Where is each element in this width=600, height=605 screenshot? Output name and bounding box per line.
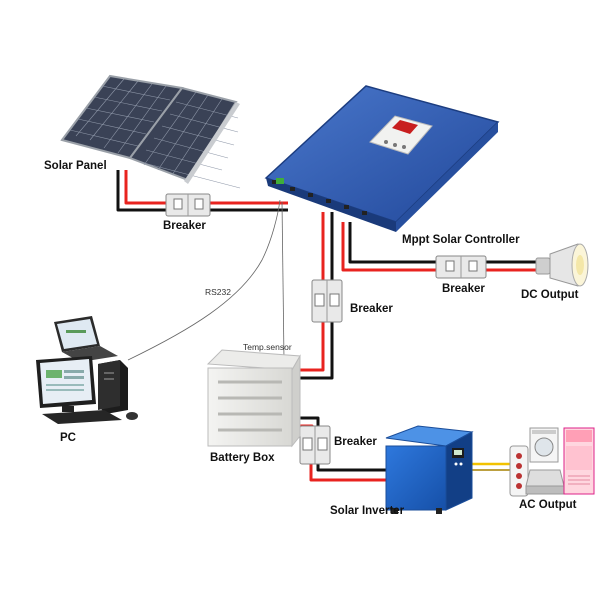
mouse — [126, 412, 138, 420]
dc-wire-positive — [341, 222, 438, 272]
breaker-battery-label: Breaker — [350, 303, 393, 315]
panel-wire-negative — [116, 170, 170, 212]
breaker-panel-label: Breaker — [163, 220, 206, 232]
printer — [525, 469, 565, 495]
inv-wire-positive — [296, 416, 320, 428]
temp-sensor-label: Temp.sensor — [243, 342, 292, 352]
rs232-cable — [127, 199, 281, 361]
breaker-dc-label: Breaker — [442, 283, 485, 295]
battery-box-label: Battery Box — [210, 452, 275, 464]
pc-setup — [36, 316, 138, 424]
solar-panel-label: Solar Panel — [44, 160, 107, 172]
temp-sensor-cable — [281, 201, 285, 361]
bat-breaker-to-box-negative — [294, 322, 334, 380]
inv-breaker-to-inverter-positive — [309, 462, 388, 482]
laptop — [54, 316, 118, 362]
panel-wire-positive — [124, 170, 170, 205]
keyboard — [42, 410, 122, 424]
controller-display-panel — [369, 115, 433, 155]
breaker-dc — [435, 255, 487, 279]
bat-breaker-to-box-positive — [294, 322, 325, 372]
breaker-battery — [311, 279, 343, 323]
pc-label: PC — [60, 432, 76, 444]
rs232-label: RS232 — [205, 287, 231, 297]
breaker-panel — [165, 193, 211, 217]
power-strip — [509, 445, 529, 497]
air-conditioner — [563, 427, 595, 495]
desktop-monitor — [36, 356, 96, 412]
dc-output-lamp — [535, 243, 589, 287]
pc-tower — [98, 360, 128, 414]
dc-output-label: DC Output — [521, 289, 579, 301]
controller-label: Mppt Solar Controller — [402, 234, 520, 246]
breaker-inverter — [299, 425, 331, 465]
inv-breaker-to-inverter-negative — [316, 462, 388, 472]
ac-output-appliances — [509, 427, 595, 497]
dc-wire-negative — [348, 222, 438, 264]
battery-box — [206, 349, 301, 448]
washing-machine — [529, 427, 559, 463]
solar-inverter-label: Solar Inverter — [330, 505, 405, 517]
breaker-inverter-label: Breaker — [334, 436, 377, 448]
ac-output-label: AC Output — [519, 499, 577, 511]
solar-panel — [60, 74, 241, 189]
solar-inverter — [385, 425, 474, 514]
mppt-controller — [264, 85, 500, 232]
